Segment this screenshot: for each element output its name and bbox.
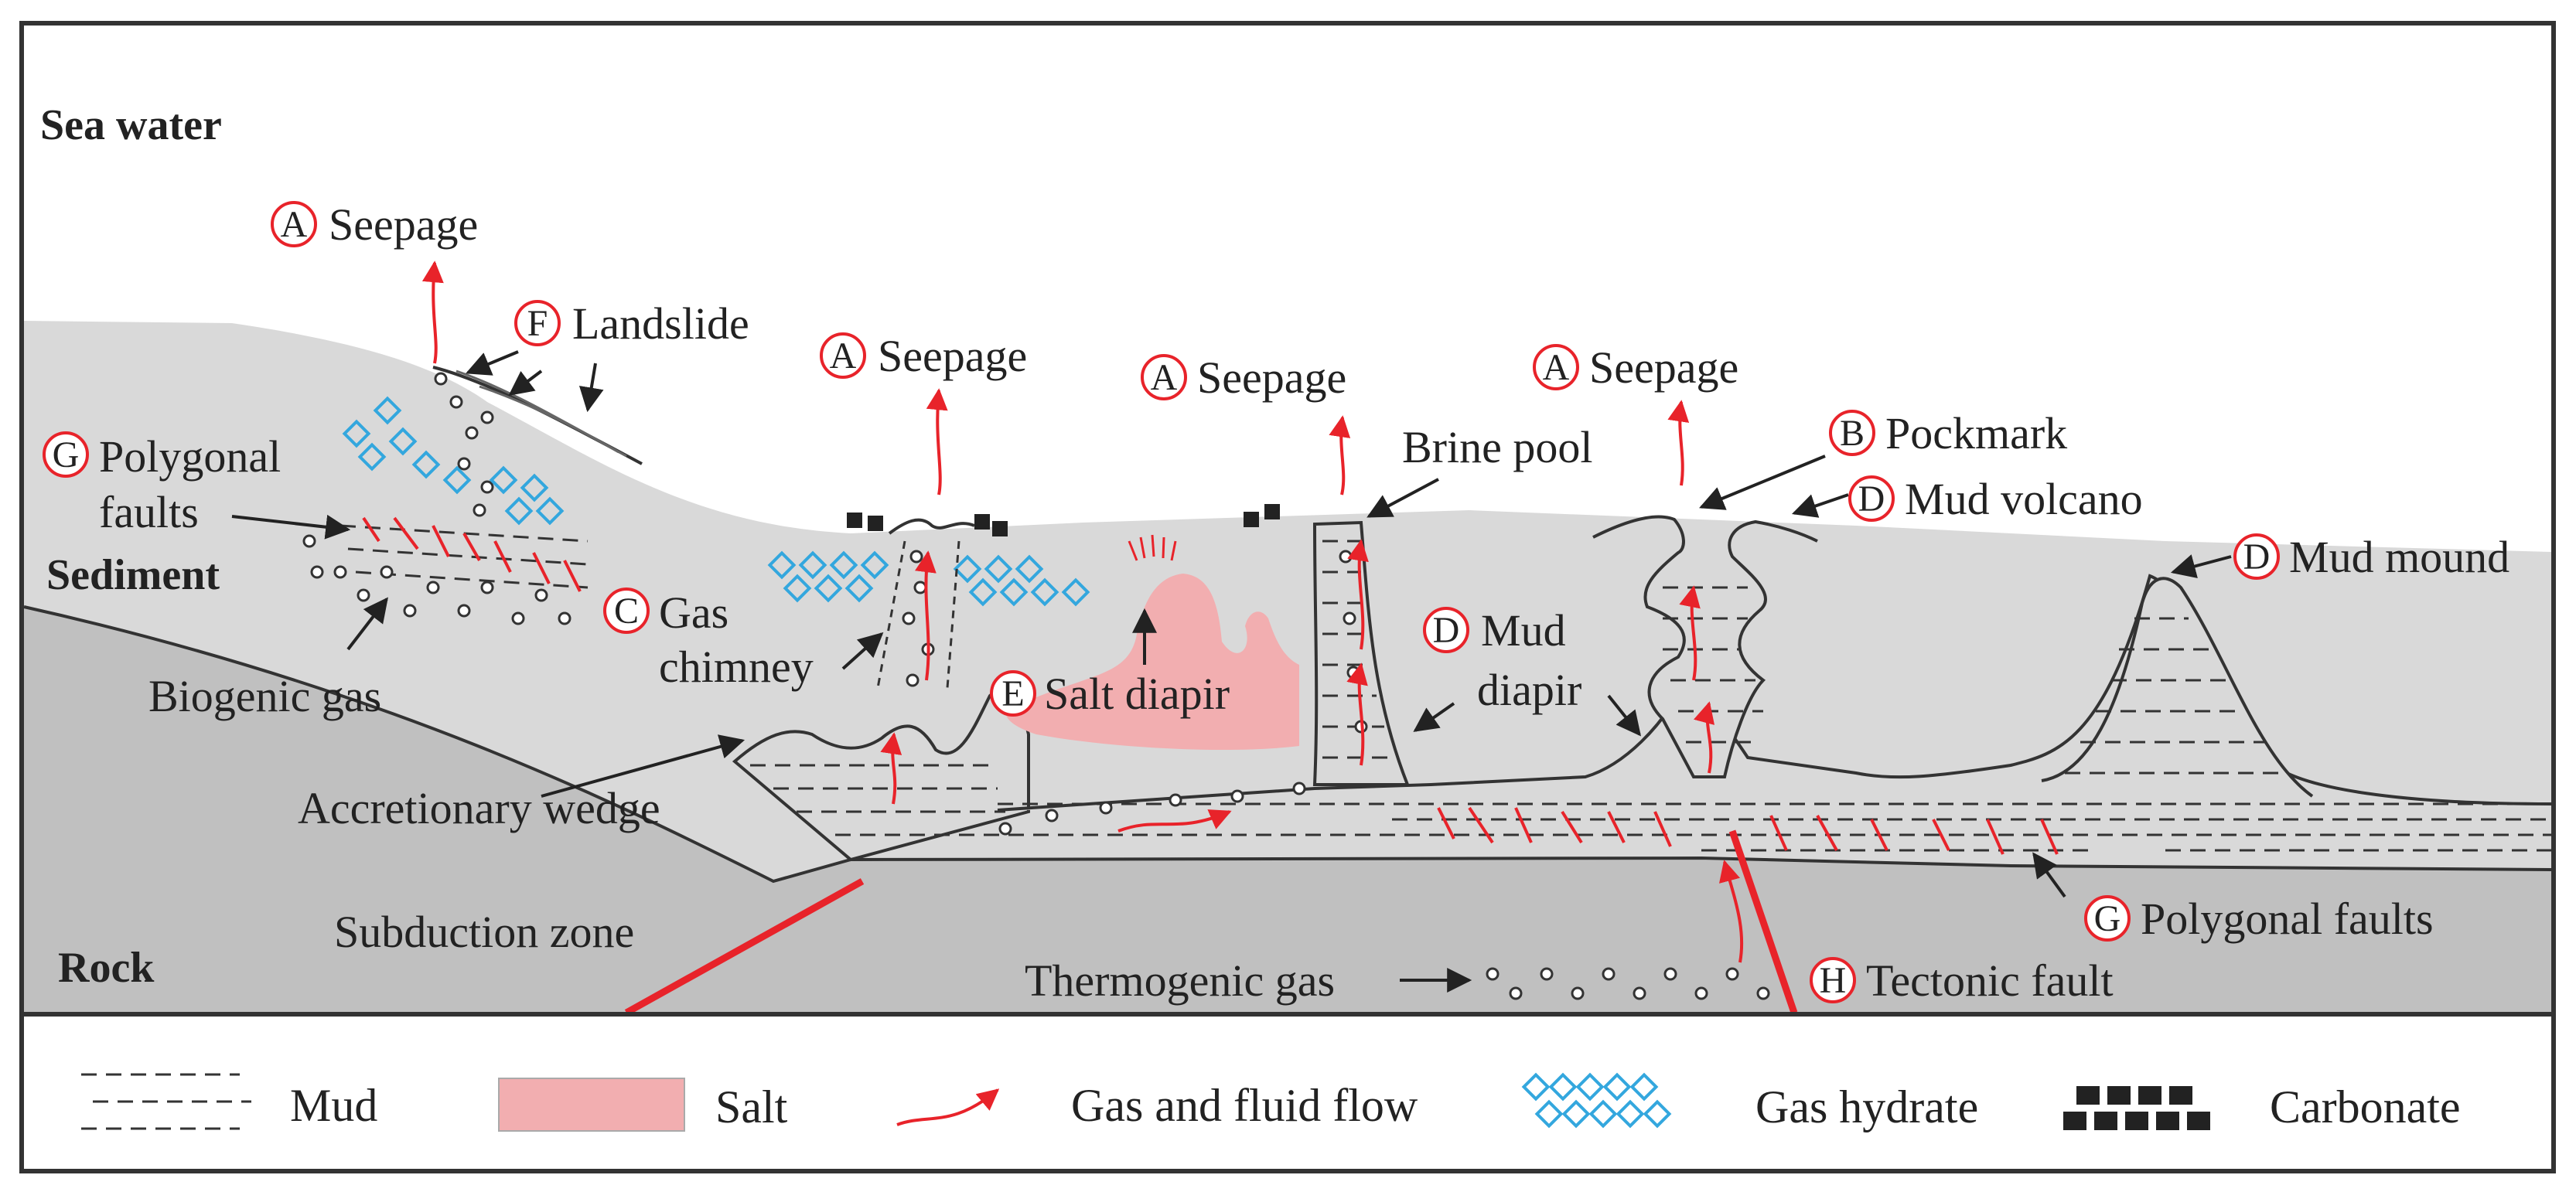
svg-text:Seepage: Seepage — [878, 331, 1027, 381]
svg-text:D: D — [2243, 536, 2271, 577]
legend-mud: Mud — [81, 1073, 377, 1131]
thermogenic-gas-bubbles — [1486, 967, 1770, 1000]
svg-text:Seepage: Seepage — [329, 199, 478, 250]
svg-text:G: G — [2094, 898, 2121, 939]
biogenic-gas-label: Biogenic gas — [148, 671, 381, 721]
polygonal-faults-left-label: G Polygonal faults — [43, 431, 281, 537]
svg-text:G: G — [53, 434, 80, 475]
chimney-edge-right — [946, 540, 960, 689]
landslide-label: F Landslide — [514, 298, 749, 349]
chimney-edge-left — [876, 540, 906, 689]
svg-text:D: D — [1858, 479, 1885, 519]
legend-carbonate: Carbonate — [2063, 1081, 2461, 1132]
seepage-label-1: A Seepage — [271, 199, 478, 250]
legend: Mud Salt Gas and fluid flow Gas hydrate — [81, 1072, 2461, 1132]
svg-text:H: H — [1820, 960, 1847, 1001]
svg-text:A: A — [1151, 357, 1178, 398]
svg-text:B: B — [1840, 413, 1865, 454]
gas-hydrate-center — [767, 550, 1090, 607]
mud-strata — [750, 540, 2551, 852]
svg-text:Pockmark: Pockmark — [1885, 408, 2067, 458]
svg-text:Seepage: Seepage — [1589, 342, 1738, 393]
gas-chimney-label: C Gas chimney — [603, 587, 814, 692]
svg-text:Gas and fluid flow: Gas and fluid flow — [1071, 1080, 1418, 1131]
subduction-fault — [624, 878, 865, 1016]
mud-diapir-label: D Mud diapir — [1423, 605, 1581, 715]
polygonal-faults-right — [1437, 806, 2059, 855]
pockmark-label: B Pockmark — [1829, 408, 2067, 458]
mud-volcano-body — [1592, 515, 1818, 778]
thermogenic-gas-label: Thermogenic gas — [1025, 955, 1335, 1006]
landslide-gas-bubbles — [434, 372, 494, 517]
svg-text:Mud mound: Mud mound — [2289, 532, 2509, 582]
svg-text:Tectonic fault: Tectonic fault — [1866, 955, 2114, 1006]
tectonic-fault-line — [1728, 829, 1798, 1014]
legend-salt: Salt — [498, 1078, 788, 1132]
rock-sediment-boundary — [23, 605, 2552, 884]
mud-mound-label: D Mud mound — [2233, 532, 2509, 582]
rock-label: Rock — [58, 944, 155, 992]
polygonal-faults-left — [339, 516, 589, 592]
sediment-label: Sediment — [46, 551, 220, 599]
basin-gas-bubbles — [998, 782, 1306, 836]
pointer-arrows — [231, 350, 2232, 993]
svg-text:A: A — [281, 204, 308, 245]
polygonal-faults-right-label: G Polygonal faults — [2084, 894, 2434, 944]
rock-layer — [24, 607, 2551, 1013]
brine-pool-label: Brine pool — [1402, 422, 1592, 472]
gas-flow-arrows — [421, 261, 1744, 963]
salt-diapir-body — [1005, 574, 1299, 750]
gas-hydrate-left — [342, 396, 565, 526]
salt-diapir-crown — [1128, 534, 1177, 561]
salt-diapir-label: E Salt diapir — [990, 669, 1230, 719]
svg-text:Landslide: Landslide — [572, 298, 749, 349]
sea-water-label: Sea water — [40, 101, 222, 149]
svg-text:diapir: diapir — [1477, 665, 1581, 715]
tectonic-fault-label: H Tectonic fault — [1810, 955, 2114, 1006]
svg-text:Salt: Salt — [715, 1081, 788, 1132]
svg-text:Mud: Mud — [290, 1080, 377, 1131]
svg-text:Gas: Gas — [659, 587, 728, 638]
svg-text:faults: faults — [99, 487, 199, 537]
carbonate-center — [847, 513, 1008, 536]
chimney-seep-outline — [888, 518, 975, 535]
legend-gas-flow: Gas and fluid flow — [896, 1080, 1418, 1131]
seepage-label-4: A Seepage — [1533, 342, 1738, 393]
svg-text:Mud: Mud — [1481, 605, 1566, 656]
svg-text:chimney: chimney — [659, 642, 814, 692]
subduction-zone-label: Subduction zone — [334, 907, 634, 957]
biogenic-gas-bubbles — [302, 534, 571, 625]
seepage-label-3: A Seepage — [1141, 352, 1346, 403]
svg-text:D: D — [1433, 610, 1460, 651]
svg-text:Salt diapir: Salt diapir — [1044, 669, 1230, 719]
svg-text:Mud volcano: Mud volcano — [1905, 474, 2143, 524]
mud-volcano-label: D Mud volcano — [1848, 474, 2143, 524]
svg-text:Seepage: Seepage — [1197, 352, 1346, 403]
svg-text:A: A — [1543, 347, 1570, 388]
svg-text:F: F — [527, 303, 548, 344]
svg-text:Polygonal: Polygonal — [99, 431, 281, 482]
carbonate-brine — [1244, 504, 1280, 527]
svg-text:Polygonal faults: Polygonal faults — [2141, 894, 2434, 944]
svg-text:Gas hydrate: Gas hydrate — [1755, 1081, 1978, 1132]
svg-text:Carbonate: Carbonate — [2270, 1081, 2461, 1132]
accretionary-wedge-label: Accretionary wedge — [298, 783, 660, 833]
svg-text:C: C — [614, 591, 639, 632]
sediment-layer — [24, 321, 2551, 881]
svg-text:E: E — [1001, 673, 1024, 714]
legend-gas-hydrate: Gas hydrate — [1521, 1072, 1978, 1132]
mud-diapir-column — [1312, 520, 1410, 786]
seepage-label-2: A Seepage — [820, 331, 1027, 381]
landslide-strata — [432, 366, 643, 465]
svg-text:A: A — [830, 335, 857, 376]
